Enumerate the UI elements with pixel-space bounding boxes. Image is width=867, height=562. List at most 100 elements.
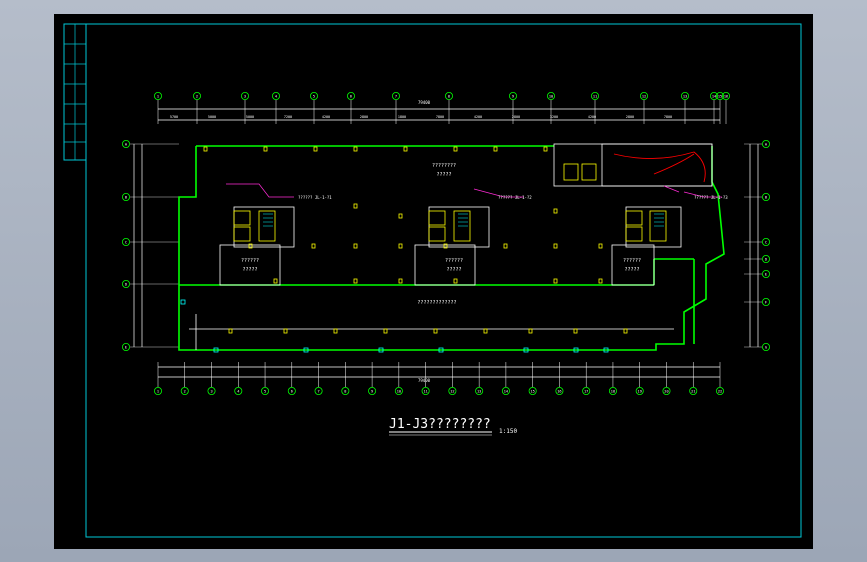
axis-label: 2 xyxy=(196,94,198,98)
column xyxy=(398,213,403,219)
right-axis-D: D xyxy=(762,254,771,263)
axis-bubble xyxy=(608,386,617,395)
bottom-axis-7: 7 xyxy=(314,386,323,395)
dimension-text: 4200 xyxy=(588,115,596,119)
dimension-text: 2800 xyxy=(512,115,520,119)
axis-bubble xyxy=(391,92,400,101)
right-axis-C: C xyxy=(762,237,771,246)
axis-bubble xyxy=(154,386,163,395)
bottom-axis-19: 19 xyxy=(635,386,644,395)
axis-label: 2 xyxy=(184,389,186,393)
axis-bubble xyxy=(508,92,517,101)
pipe-leaders xyxy=(226,183,722,198)
top-axis-8: 8 xyxy=(444,92,453,101)
bottom-axis-16: 16 xyxy=(555,386,564,395)
room-label: ????? xyxy=(624,267,639,273)
bottom-axis-22: 22 xyxy=(716,386,725,395)
column xyxy=(333,328,338,334)
axis-bubble xyxy=(762,140,771,149)
axis-bubble xyxy=(635,386,644,395)
right-axis-A: A xyxy=(762,140,771,149)
column xyxy=(311,243,316,249)
axis-bubble xyxy=(394,386,403,395)
top-axis-10: 10 xyxy=(546,92,555,101)
drawing-title: J1-J3???????? xyxy=(389,417,491,432)
left-axis-C: C xyxy=(122,237,131,246)
room-label: ????? xyxy=(446,267,461,273)
axis-label: 1 xyxy=(157,94,159,98)
axis-bubble xyxy=(122,237,131,246)
fire-hydrant xyxy=(438,347,444,353)
ramp-curve xyxy=(613,151,706,183)
axis-label: 14 xyxy=(504,389,508,393)
axis-bubble xyxy=(309,92,318,101)
top-axis-9: 9 xyxy=(508,92,517,101)
column xyxy=(573,328,578,334)
axis-bubble xyxy=(240,92,249,101)
room-label: ???????? xyxy=(432,163,456,169)
axis-label: 10 xyxy=(549,94,553,98)
right-dimension-lines xyxy=(749,144,759,347)
column xyxy=(493,146,498,152)
column xyxy=(598,243,603,249)
column xyxy=(353,278,358,284)
top-axis-3: 3 xyxy=(240,92,249,101)
axis-bubble xyxy=(346,92,355,101)
axis-label: 21 xyxy=(691,389,695,393)
axis-bubble xyxy=(192,92,201,101)
axis-label: 14 xyxy=(712,94,716,98)
top-axis-5: 5 xyxy=(309,92,318,101)
bottom-axis-5: 5 xyxy=(261,386,270,395)
room-label: ?????? xyxy=(623,258,641,264)
axis-label: 12 xyxy=(642,94,646,98)
bottom-axis-20: 20 xyxy=(662,386,671,395)
axis-bubble xyxy=(475,386,484,395)
room-label: ????? xyxy=(242,267,257,273)
left-axis-B: B xyxy=(122,192,131,201)
fire-hydrant xyxy=(180,299,186,305)
top-axis-16: 16 xyxy=(722,92,731,101)
axis-label: 8 xyxy=(448,94,450,98)
top-axis-2: 2 xyxy=(192,92,201,101)
axis-bubble xyxy=(207,386,216,395)
axis-bubble xyxy=(368,386,377,395)
dimension-text: 1800 xyxy=(398,115,406,119)
axis-label: 17 xyxy=(584,389,588,393)
column xyxy=(273,278,278,284)
axis-bubble xyxy=(546,92,555,101)
axis-bubble xyxy=(501,386,510,395)
column xyxy=(283,328,288,334)
room-label: ?????? xyxy=(241,258,259,264)
riser-label-1: ?????? JL-1-?1 xyxy=(298,195,332,200)
top-axis-13: 13 xyxy=(681,92,690,101)
bottom-axis-6: 6 xyxy=(287,386,296,395)
axis-label: 6 xyxy=(350,94,352,98)
column xyxy=(623,328,628,334)
axis-label: 16 xyxy=(724,94,728,98)
column xyxy=(398,278,403,284)
stair-treads xyxy=(263,213,664,227)
stair-cores xyxy=(233,163,667,242)
column xyxy=(598,278,603,284)
axis-label: D xyxy=(765,257,767,261)
bottom-axis-4: 4 xyxy=(234,386,243,395)
axis-label: 5 xyxy=(264,389,266,393)
axis-bubble xyxy=(528,386,537,395)
column xyxy=(543,146,548,152)
axis-bubble xyxy=(444,92,453,101)
axis-bubble xyxy=(762,269,771,278)
top-axis-1: 1 xyxy=(154,92,163,101)
fire-hydrant xyxy=(213,347,219,353)
axis-bubble xyxy=(261,386,270,395)
column xyxy=(528,328,533,334)
axis-label: 6 xyxy=(291,389,293,393)
bottom-axis-10: 10 xyxy=(394,386,403,395)
axis-label: E xyxy=(765,272,767,276)
axis-label: 13 xyxy=(683,94,687,98)
dimension-text: 5700 xyxy=(170,115,178,119)
column xyxy=(433,328,438,334)
column xyxy=(503,243,508,249)
